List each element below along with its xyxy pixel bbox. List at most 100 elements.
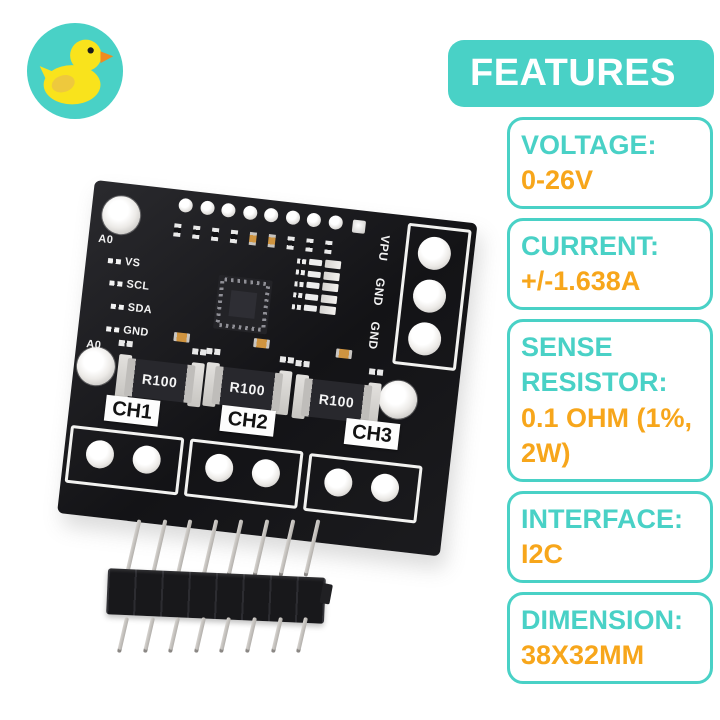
spec-label: CURRENT: [521, 231, 659, 262]
silk-mark [307, 270, 322, 278]
spec-box-voltage: VOLTAGE: 0-26V [507, 117, 713, 210]
pin-label-text: SDA [127, 301, 153, 317]
solder-pad-small [177, 197, 194, 214]
pin-label-vs: VS [107, 254, 141, 270]
chip-pins [261, 286, 271, 329]
pin-label-gnd: GND [370, 277, 388, 307]
smd-pad [286, 236, 295, 250]
smd-pad [210, 227, 220, 242]
silk-mark [291, 303, 302, 310]
smd-capacitor [335, 348, 353, 360]
solder-pad-large [369, 472, 401, 504]
spec-value: 38X32MM [521, 640, 645, 671]
smd-capacitor [253, 338, 271, 349]
header-pin [193, 617, 206, 653]
pad-group-ch1 [64, 424, 185, 496]
spec-box-dimension: DIMENSION: 38X32MM [507, 591, 713, 685]
smd-capacitor [173, 331, 191, 343]
spec-label: VOLTAGE: [521, 130, 657, 160]
pin-header-strip [95, 515, 350, 657]
jumper-pad [320, 293, 338, 304]
r100-resistor: R100 [123, 357, 196, 404]
r100-resistor: R100 [300, 378, 373, 424]
silk-mark [304, 293, 319, 301]
header-pin [278, 519, 296, 577]
features-title: FEATURES [448, 40, 714, 107]
duck-logo [26, 22, 124, 120]
duck-wing [51, 75, 75, 93]
spec-value: +/-1.638A [521, 266, 641, 297]
smd-pad [173, 223, 182, 237]
spec-label: INTERFACE: [521, 503, 683, 534]
solder-pad-small [306, 212, 322, 228]
header-pin [219, 617, 232, 653]
silk-mark [295, 269, 306, 276]
pcb-board: A0 VS SCL SDA GND A0 R100 [57, 180, 478, 557]
pin-label-vpu: VPU [375, 234, 393, 262]
smd-pad [324, 240, 333, 255]
solder-pad-large [322, 466, 354, 498]
header-pin [142, 617, 155, 653]
duck-beak [100, 51, 114, 64]
solder-pad-small [220, 202, 237, 219]
solder-pad-small [263, 207, 279, 223]
silk-mark [303, 304, 318, 312]
duck-eye [87, 47, 94, 54]
solder-pad-xl [406, 320, 443, 358]
jumper-pads-icon [110, 303, 125, 310]
smd-pad [192, 225, 201, 240]
header-pin [150, 519, 168, 577]
spec-value: I2C [521, 538, 564, 569]
jumper-pad [323, 271, 341, 281]
header-pin [117, 617, 129, 653]
spec-label: SENSE RESISTOR: [521, 332, 668, 398]
mounting-hole [74, 345, 117, 388]
silk-mark [279, 356, 295, 364]
pin-label-text: VS [124, 255, 141, 270]
header-pin [303, 519, 321, 577]
pin-label-scl: SCL [109, 276, 151, 293]
header-pin [226, 519, 244, 577]
solder-pad-small [242, 204, 258, 221]
smd-pad [267, 234, 276, 248]
pin-label-text: SCL [125, 278, 151, 293]
silk-mark [306, 281, 320, 290]
jumper-pads-icon [107, 257, 122, 264]
silk-mark [308, 258, 323, 267]
spec-box-sense-resistor: SENSE RESISTOR: 0.1 OHM (1%, 2W) [507, 319, 713, 482]
header-pin [124, 519, 142, 577]
header-pin [252, 519, 270, 577]
silk-mark [118, 339, 133, 348]
solder-pad-xl [411, 277, 448, 315]
spec-label: DIMENSION: [521, 604, 683, 635]
jumper-pad [324, 259, 342, 270]
silk-mark [368, 368, 384, 376]
jumper-pad [319, 305, 337, 316]
silk-mark [293, 292, 303, 299]
chip-pins [215, 280, 225, 324]
header-pin [270, 617, 283, 653]
smd-pad [305, 238, 314, 253]
silk-mark [294, 280, 304, 287]
pin-label-gnd: GND [106, 322, 149, 339]
jumper-pad [321, 282, 339, 293]
silk-mark [191, 348, 207, 356]
pin-label-text: A0 [85, 338, 102, 352]
pin-label-gnd: GND [365, 320, 383, 351]
pin-header-body [106, 568, 326, 624]
spec-box-current: CURRENT: +/-1.638A [507, 218, 713, 311]
silk-mark [295, 359, 310, 368]
chip-pins [219, 323, 262, 332]
chip-pins [224, 277, 267, 287]
channel-label-ch1: CH1 [103, 394, 161, 427]
spec-value: 0-26V [521, 165, 594, 196]
spec-box-interface: INTERFACE: I2C [507, 490, 713, 583]
pad-group-ch2 [183, 438, 304, 509]
jumper-pads-icon [106, 325, 120, 333]
silk-mark [206, 347, 221, 356]
square-pad [351, 219, 367, 234]
solder-pad-large [250, 457, 282, 489]
header-pin [175, 519, 193, 577]
ina3221-chip [212, 274, 273, 335]
